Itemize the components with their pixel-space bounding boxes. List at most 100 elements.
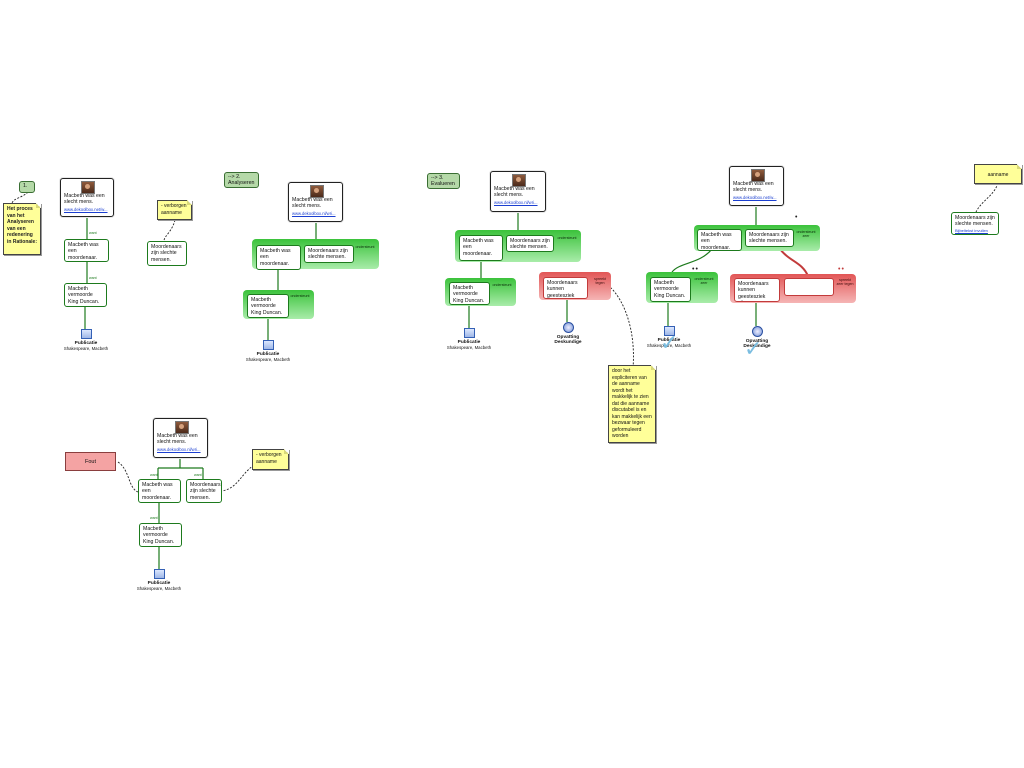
- main-claim-1[interactable]: Macbeth was een slecht mens. www.dekoolb…: [60, 178, 114, 217]
- macbeth-avatar-icon: [309, 185, 324, 198]
- reason-2a-text: Macbeth was een moordenaar.: [260, 248, 291, 267]
- objection-4[interactable]: Moordenaars kunnen geestesziek zijn.: [734, 278, 780, 302]
- publication-6[interactable]: Publicatie Shakespeare, Macbeth: [131, 569, 187, 591]
- main-claim-3[interactable]: Macbeth was een slecht mens. www.dekoolb…: [490, 171, 546, 212]
- assumption-claim-link[interactable]: Bijbeltekst invullen: [955, 227, 988, 233]
- support-band-2b-label: ondersteunt: [290, 294, 310, 298]
- step-tag-1-label: 1.: [23, 183, 28, 189]
- step-tag-1[interactable]: 1.: [19, 181, 35, 193]
- publication-1-title: Publicatie: [74, 341, 98, 346]
- explanation-note[interactable]: door het expliciteren van de aanname wor…: [608, 365, 656, 443]
- reason-6b-tag: want: [194, 473, 202, 477]
- expert-opinion-3-title: Opvatting Deskundige: [554, 335, 582, 345]
- support-band-2a-label: ondersteunt: [355, 245, 375, 249]
- reason-3c-text: Macbeth vermoorde King Duncan.: [453, 285, 485, 304]
- reason-1[interactable]: Macbeth was een moordenaar.: [64, 239, 109, 262]
- step-tag-2[interactable]: --> 2. Analyseren: [224, 172, 259, 188]
- main-claim-2-link[interactable]: www.dekoolbox.nl/wri...: [292, 210, 336, 216]
- step-tag-3-label: --> 3. Evalueren: [431, 175, 455, 187]
- explanation-note-text: door het expliciteren van de aanname wor…: [612, 368, 652, 439]
- main-claim-1-text: Macbeth was een slecht mens.: [64, 193, 105, 206]
- reason-4a-text: Macbeth was een moordenaar.: [701, 232, 732, 251]
- reason-6b[interactable]: Moordenaars zijn slechte mensen.: [186, 479, 222, 503]
- publication-icon: [80, 329, 92, 339]
- macbeth-avatar-icon: [512, 174, 526, 187]
- support-band-4a-label: ondersteunt zeer: [796, 230, 816, 238]
- main-claim-3-link[interactable]: www.dekoolbox.nl/wri...: [494, 199, 538, 205]
- publication-1[interactable]: Publicatie Shakespeare, Macbeth: [58, 329, 114, 351]
- more-dots: ••: [692, 266, 699, 273]
- assumption-1-text: Moordenaars zijn slechte mensen.: [151, 244, 182, 263]
- assumption-claim-text: Moordenaars zijn slechte mensen.: [955, 215, 995, 228]
- publication-2-sub: Shakespeare, Macbeth: [245, 357, 291, 362]
- reason-2b[interactable]: Moordenaars zijn slechte mensen.: [304, 245, 354, 263]
- reason-2b-text: Moordenaars zijn slechte mensen.: [308, 248, 348, 261]
- expert-opinion-4[interactable]: Opvatting Deskundige: [734, 326, 780, 349]
- intro-note[interactable]: Het proces van het Analyseren van een re…: [3, 203, 41, 255]
- macbeth-avatar-icon: [750, 169, 765, 182]
- reason-6c-text: Macbeth vermoorde King Duncan.: [143, 526, 175, 545]
- reason-2-tag: want: [89, 276, 97, 280]
- publication-3[interactable]: Publicatie Shakespeare, Macbeth: [441, 328, 497, 350]
- reason-6c[interactable]: Macbeth vermoorde King Duncan.: [139, 523, 182, 547]
- reason-4c[interactable]: Macbeth vermoorde King Duncan.: [650, 277, 691, 302]
- reason-3c[interactable]: Macbeth vermoorde King Duncan.: [449, 282, 490, 305]
- reason-4b[interactable]: Moordenaars zijn slechte mensen.: [745, 229, 794, 247]
- reason-6b-text: Moordenaars zijn slechte mensen.: [190, 482, 221, 501]
- reason-6c-tag: want: [150, 516, 158, 520]
- more-dots: •: [795, 214, 799, 221]
- hidden-assumption-note-2[interactable]: - verborgen aanname: [252, 449, 289, 470]
- assumption-note-2-text: aanname: [987, 172, 1009, 178]
- assumption-claim[interactable]: Moordenaars zijn slechte mensen. Bijbelt…: [951, 212, 999, 235]
- step-tag-2-label: --> 2. Analyseren: [228, 174, 255, 186]
- reason-3b[interactable]: Moordenaars zijn slechte mensen.: [506, 235, 554, 252]
- publication-6-title: Publicatie: [147, 581, 171, 586]
- main-claim-6-link[interactable]: www.dekoolbox.nl/wri...: [157, 446, 201, 452]
- assumption-1[interactable]: Moordenaars zijn slechte mensen.: [147, 241, 187, 266]
- objection-band-3-label: spreekt tegen: [594, 277, 606, 285]
- reason-4a[interactable]: Macbeth was een moordenaar.: [697, 229, 742, 251]
- publication-4-sub: Shakespeare, Macbeth: [646, 343, 692, 348]
- reason-2a[interactable]: Macbeth was een moordenaar.: [256, 245, 301, 270]
- publication-4[interactable]: Publicatie Shakespeare, Macbeth: [641, 326, 697, 348]
- publication-2[interactable]: Publicatie Shakespeare, Macbeth: [240, 340, 296, 362]
- main-claim-2[interactable]: Macbeth was een slecht mens. www.dekoolb…: [288, 182, 343, 222]
- main-claim-1-link[interactable]: www.dekoolbox.net/w...: [64, 206, 108, 212]
- error-label-text: Fout: [84, 459, 96, 465]
- reason-2[interactable]: Macbeth vermoorde King Duncan.: [64, 283, 107, 307]
- main-claim-3-text: Macbeth was een slecht mens.: [494, 186, 535, 199]
- reason-2-text: Macbeth vermoorde King Duncan.: [68, 286, 100, 305]
- main-claim-4-link[interactable]: www.dekoolbox.net/w...: [733, 194, 777, 200]
- reason-2c[interactable]: Macbeth vermoorde King Duncan.: [247, 294, 289, 318]
- reason-3b-text: Moordenaars zijn slechte mensen.: [510, 238, 550, 251]
- publication-6-sub: Shakespeare, Macbeth: [136, 586, 182, 591]
- reason-6a-text: Macbeth was een moordenaar.: [142, 482, 173, 501]
- main-claim-6[interactable]: Macbeth was een slecht mens. www.dekoolb…: [153, 418, 208, 458]
- expert-opinion-4-title: Opvatting Deskundige: [743, 339, 771, 349]
- publication-4-title: Publicatie: [657, 338, 681, 343]
- evaluated-check-icon: ✓: [660, 330, 679, 355]
- objection-3[interactable]: Moordenaars kunnen geestesziek zijn.: [543, 277, 588, 299]
- publication-2-title: Publicatie: [256, 352, 280, 357]
- macbeth-avatar-icon: [174, 421, 189, 434]
- evaluated-check-icon: ✓: [744, 336, 763, 361]
- error-label[interactable]: Fout: [65, 452, 116, 471]
- reason-6a[interactable]: Macbeth was een moordenaar.: [138, 479, 181, 503]
- publication-icon: [463, 328, 475, 338]
- main-claim-4[interactable]: Macbeth was een slecht mens. www.dekoolb…: [729, 166, 784, 206]
- publication-icon: [663, 326, 675, 336]
- reason-2c-text: Macbeth vermoorde King Duncan.: [251, 297, 283, 316]
- main-claim-4-text: Macbeth was een slecht mens.: [733, 181, 774, 194]
- step-tag-3[interactable]: --> 3. Evalueren: [427, 173, 460, 189]
- support-band-3b-label: ondersteunt: [492, 283, 512, 287]
- more-dots: ••: [838, 266, 845, 273]
- assumption-note-2[interactable]: aanname: [974, 164, 1022, 184]
- objection-3-text: Moordenaars kunnen geestesziek zijn.: [547, 280, 578, 299]
- objection-4-empty[interactable]: [784, 278, 834, 296]
- expert-opinion-3[interactable]: Opvatting Deskundige: [545, 322, 591, 345]
- reason-3a[interactable]: Macbeth was een moordenaar.: [459, 235, 503, 261]
- hidden-assumption-note-1[interactable]: - verborgen aanname: [157, 200, 192, 220]
- expert-icon: [562, 322, 574, 333]
